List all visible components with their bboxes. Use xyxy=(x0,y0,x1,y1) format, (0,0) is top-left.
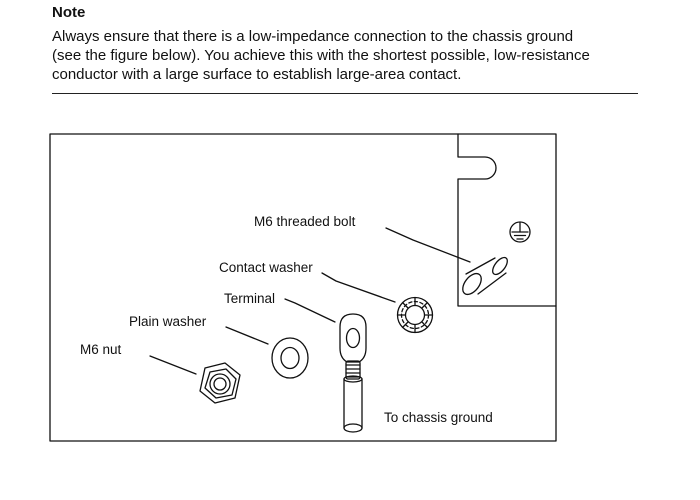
note-body: Always ensure that there is a low-impeda… xyxy=(52,27,652,84)
note-heading: Note xyxy=(52,4,86,21)
ground-symbol-icon xyxy=(509,221,531,243)
cable-terminal xyxy=(339,313,367,433)
label-terminal: Terminal xyxy=(224,291,275,306)
leader-bolt xyxy=(385,227,471,263)
threaded-bolt xyxy=(462,256,508,296)
chassis-plate xyxy=(457,133,557,307)
leader-nut xyxy=(149,355,197,375)
label-plain-washer: Plain washer xyxy=(129,314,207,329)
leader-plain-washer xyxy=(225,326,269,345)
hex-nut xyxy=(199,362,241,404)
note-line: Always ensure that there is a low-impeda… xyxy=(52,28,574,45)
figure-frame xyxy=(49,133,557,442)
label-contact-washer: Contact washer xyxy=(219,260,313,275)
label-chassis-ground: To chassis ground xyxy=(384,410,493,425)
note-line: (see the figure below). You achieve this… xyxy=(52,47,590,64)
contact-washer xyxy=(396,296,434,334)
note-divider xyxy=(52,93,638,94)
plain-washer xyxy=(271,337,309,379)
leader-terminal xyxy=(284,298,336,323)
leader-contact-washer xyxy=(321,272,396,303)
label-threaded-bolt: M6 threaded bolt xyxy=(254,214,356,229)
label-nut: M6 nut xyxy=(80,342,122,357)
note-line: conductor with a large surface to establ… xyxy=(52,66,462,83)
